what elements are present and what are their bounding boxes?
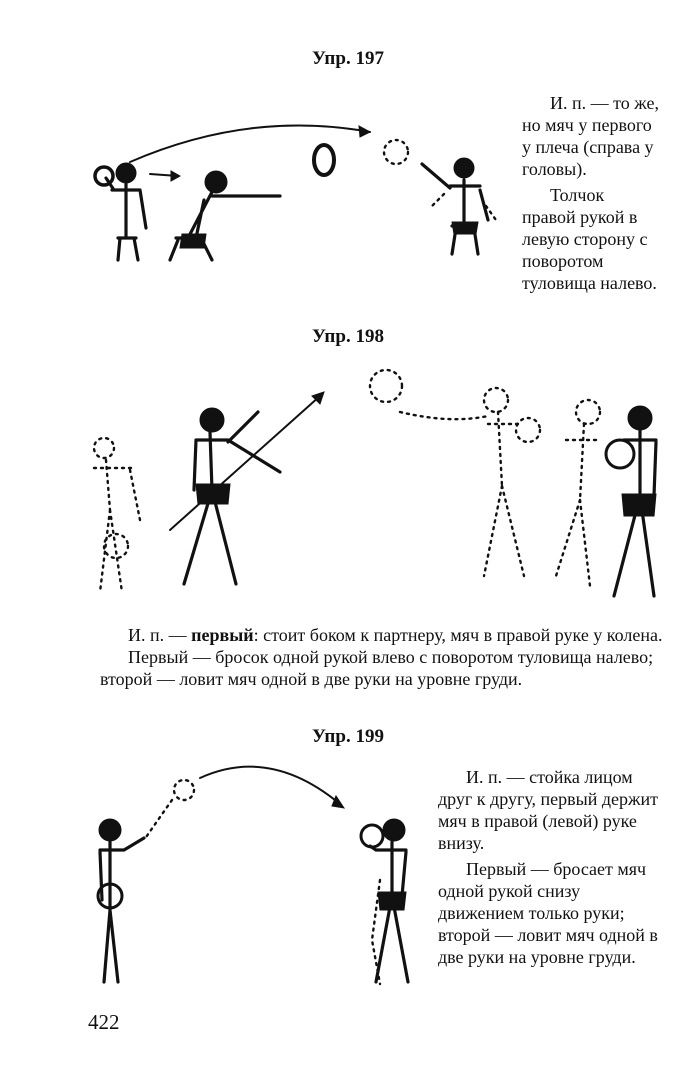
exercise-198-illustration bbox=[80, 360, 670, 610]
exercise-198-paragraph-1: И. п. — первый: стоит боком к партнеру, … bbox=[100, 624, 666, 646]
exercise-197-illustration bbox=[80, 110, 510, 270]
exercise-198-lead-rest: : стоит боком к партнеру, мяч в правой р… bbox=[253, 625, 663, 645]
exercise-198-paragraph-2: Первый — бросок одной рукой влево с пово… bbox=[100, 647, 654, 689]
exercise-197-description: И. п. — то же, но мяч у первого у плеча … bbox=[522, 92, 662, 294]
exercise-199-paragraph-2: Первый — бросает мяч одной рукой снизу д… bbox=[438, 859, 658, 967]
exercise-199-paragraph-1: И. п. — стойка лицом друг к другу, первы… bbox=[438, 767, 658, 853]
exercise-199-illustration bbox=[80, 760, 430, 1000]
exercise-197-title: Упр. 197 bbox=[312, 48, 384, 69]
exercise-199-description: И. п. — стойка лицом друг к другу, первы… bbox=[438, 766, 660, 968]
exercise-197-paragraph-1: И. п. — то же, но мяч у первого у плеча … bbox=[522, 93, 659, 179]
exercise-199-title: Упр. 199 bbox=[312, 726, 384, 747]
exercise-198-description: И. п. — первый: стоит боком к партнеру, … bbox=[100, 624, 666, 690]
exercise-198-title: Упр. 198 bbox=[312, 326, 384, 347]
exercise-197-paragraph-2: Толчок правой рукой в левую сторону с по… bbox=[522, 185, 657, 293]
exercise-198-lead-prefix: И. п. — bbox=[128, 625, 192, 645]
page-number: 422 bbox=[88, 1010, 120, 1034]
exercise-198-lead-bold: первый bbox=[191, 625, 254, 645]
